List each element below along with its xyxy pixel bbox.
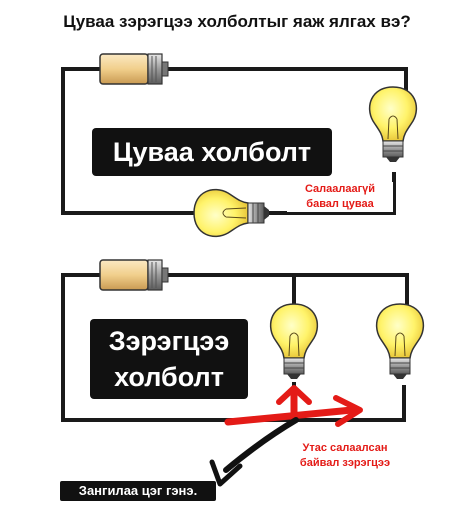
arrow-icon bbox=[209, 417, 299, 487]
arrow-icon bbox=[224, 395, 363, 427]
light-bulb-icon bbox=[269, 303, 319, 380]
parallel-wire bbox=[61, 273, 406, 422]
battery-icon bbox=[99, 53, 169, 85]
series-note-line: Салаалаагүй bbox=[304, 183, 376, 195]
parallel-label-line: Зэрэгцээ bbox=[108, 326, 230, 356]
light-bulb-icon bbox=[375, 303, 425, 380]
parallel-label: Зэрэгцээ холболт bbox=[90, 319, 248, 399]
junction-label: Зангилаа цэг гэнэ. bbox=[60, 481, 216, 501]
parallel-note-line: байвал зэрэгцээ bbox=[299, 457, 391, 469]
parallel-wire bbox=[168, 273, 409, 310]
series-note-line: бавал цуваа bbox=[306, 198, 374, 210]
series-wire bbox=[61, 67, 200, 215]
parallel-label-line: холболт bbox=[114, 362, 224, 392]
series-note: Салаалаагүй бавал цуваа bbox=[287, 182, 393, 212]
light-bulb-icon bbox=[193, 188, 270, 238]
arrow-icon bbox=[276, 385, 312, 424]
parallel-circuit bbox=[61, 259, 425, 487]
series-circuit bbox=[61, 53, 418, 238]
battery-icon bbox=[99, 259, 169, 291]
parallel-note: Утас салаалсан байвал зэрэгцээ bbox=[289, 441, 401, 471]
light-bulb-icon bbox=[368, 86, 418, 163]
series-wire bbox=[260, 172, 396, 215]
parallel-note-line: Утас салаалсан bbox=[302, 442, 388, 454]
series-wire bbox=[168, 67, 408, 100]
series-label: Цуваа холболт bbox=[92, 128, 332, 176]
page-title: Цуваа зэрэгцээ холболтыг яаж ялгах вэ? bbox=[63, 12, 411, 31]
